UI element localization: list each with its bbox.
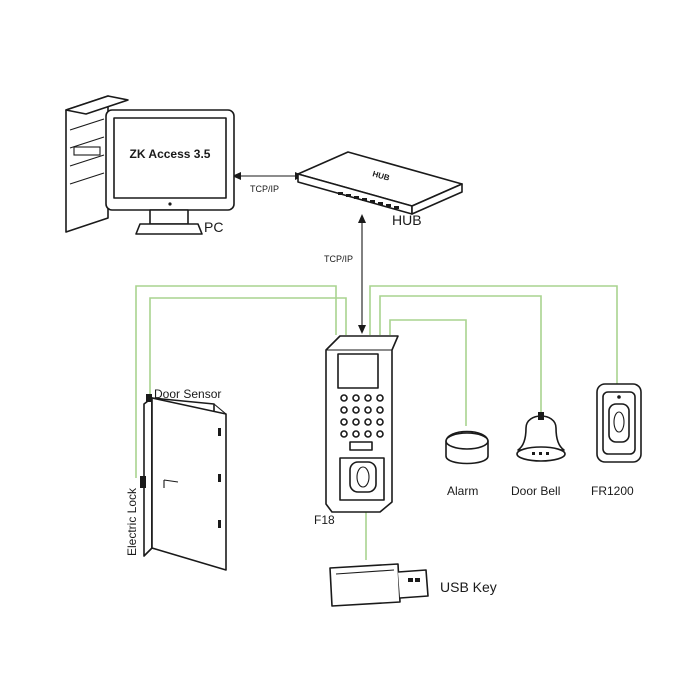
green-wires bbox=[135, 285, 618, 560]
fr1200-reader-icon bbox=[596, 383, 642, 463]
wire-electric-lock bbox=[135, 285, 337, 478]
fr1200-label: FR1200 bbox=[591, 484, 634, 498]
monitor-icon bbox=[105, 109, 235, 235]
f18-terminal-icon bbox=[325, 335, 399, 513]
door-bell-label: Door Bell bbox=[511, 484, 560, 498]
pc-label: PC bbox=[204, 219, 223, 235]
tcpip-label-pc-hub: TCP/IP bbox=[250, 184, 279, 194]
wire-door-bell bbox=[379, 295, 542, 418]
f18-keypad bbox=[340, 394, 384, 438]
wire-alarm bbox=[389, 319, 467, 426]
hub-label: HUB bbox=[392, 212, 422, 228]
door-icon bbox=[140, 394, 227, 571]
usb-key-label: USB Key bbox=[440, 579, 497, 595]
arrow-left-icon bbox=[232, 172, 241, 180]
pc-tower-icon bbox=[65, 95, 129, 233]
tcpip-label-hub-f18: TCP/IP bbox=[324, 254, 353, 264]
electric-lock-label: Electric Lock bbox=[125, 487, 139, 556]
hub-icon bbox=[297, 151, 463, 215]
alarm-label: Alarm bbox=[447, 484, 478, 498]
wire-door-sensor bbox=[149, 297, 347, 398]
f18-label: F18 bbox=[314, 513, 335, 527]
door-bell-icon bbox=[516, 412, 566, 462]
arrow-down-icon bbox=[358, 325, 366, 334]
usb-key-icon bbox=[329, 563, 429, 607]
wire-fr1200 bbox=[369, 285, 618, 384]
door-sensor-label: Door Sensor bbox=[154, 387, 221, 401]
arrow-up-icon bbox=[358, 214, 366, 223]
alarm-icon bbox=[445, 430, 489, 465]
pc-screen-text: ZK Access 3.5 bbox=[130, 147, 211, 161]
